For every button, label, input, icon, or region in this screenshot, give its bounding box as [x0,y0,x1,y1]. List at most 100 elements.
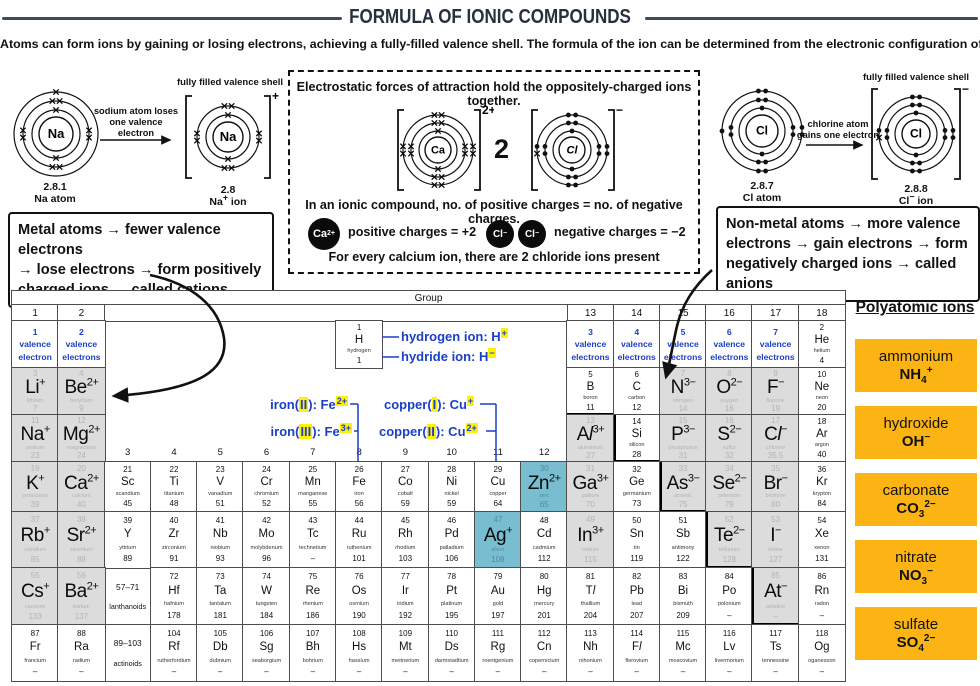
group-number-13: 13 [566,304,615,322]
text-line: Metal atoms → fewer valence electrons [18,222,221,258]
copper1-label: copper(I): Cu+ [384,395,475,412]
centerbox-line1: Electrostatic forces of attraction hold … [296,80,692,108]
svg-text:−: − [962,85,969,96]
text-line: Non-metal atoms → more valence [726,216,961,232]
text-line: gains one electron [796,130,880,140]
svg-text:Cl: Cl [567,144,579,156]
centerbox-line3: For every calcium ion, there are 2 chlor… [328,250,660,264]
group-number-6: 6 [263,447,270,458]
title-rule-right [645,17,978,20]
na-atom-diagram: Na [8,86,104,187]
na-shell-note: fully filled valence shell [176,77,284,88]
polyatomic-header: Polyatomic ions [855,299,975,316]
hydride-ion-label: hydride ion: H− [401,347,496,364]
text-line: sodium atom loses [93,106,179,116]
iron3-label: iron(III): Fe3+ [270,422,352,439]
hydrogen-ion-label: hydrogen ion: H+ [401,327,508,344]
group-number-8: 8 [356,447,362,458]
polyatomic-formula: NH4+ [899,364,933,386]
cl-shell-note: fully filled valence shell [862,72,970,83]
group-number-5: 5 [217,447,223,458]
svg-text:+: + [272,90,279,103]
svg-text:Cl: Cl [756,124,768,138]
text-line: chlorine atom [807,119,869,129]
group-number-16: 16 [705,304,753,322]
coefficient-2: 2 [494,134,510,164]
group-number-18: 18 [798,304,846,322]
clion-caption: Cl− ion [898,191,934,207]
group-number-4: 4 [171,447,177,458]
svg-text:Na: Na [220,129,237,144]
text-line: electron [117,128,155,138]
text-line: negatively charged ions → called anions [726,256,957,292]
text-line: → lose electrons → form positively [18,262,262,278]
cl-config: 2.8.7 [750,180,774,192]
polyatomic-name: sulfate [893,615,939,633]
polyatomic-name: hydroxide [883,414,949,432]
title-rule-left [2,17,342,20]
group-number-10: 10 [446,447,457,458]
cl-ion-cmp-diagram: Cl − [522,102,628,203]
polyatomic-name: ammonium [878,347,954,365]
group-number-12: 12 [538,447,550,458]
group-number-17: 17 [751,304,800,322]
svg-text:−: − [616,103,623,117]
page-title: FORMULA OF IONIC COMPOUNDS [349,6,631,28]
